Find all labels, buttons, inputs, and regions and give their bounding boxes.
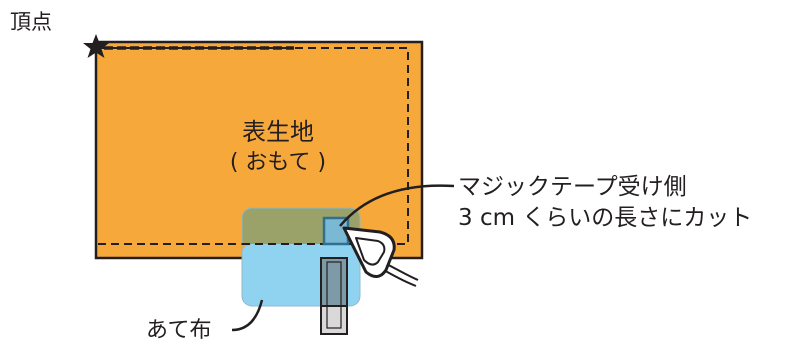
cloth-leader-line: [231, 299, 264, 332]
velcro-label-line2: 3 cm くらいの長さにカット: [458, 205, 753, 231]
apex-label: 頂点: [10, 10, 52, 34]
fabric-name-label: 表生地: [242, 118, 314, 146]
velcro-strip-top: [320, 257, 348, 307]
velcro-strip-tail: [320, 305, 348, 335]
stitch-line: [96, 47, 409, 245]
velcro-label-line1: マジックテープ受け側: [458, 174, 687, 200]
star-icon: [83, 34, 109, 58]
velcro-leader-line: [339, 184, 455, 227]
pressing-cloth-label: あて布: [146, 318, 212, 343]
fabric-side-label: ( おもて ): [229, 150, 327, 175]
velcro-strip-inner: [326, 261, 342, 329]
iron-icon: [342, 226, 419, 287]
